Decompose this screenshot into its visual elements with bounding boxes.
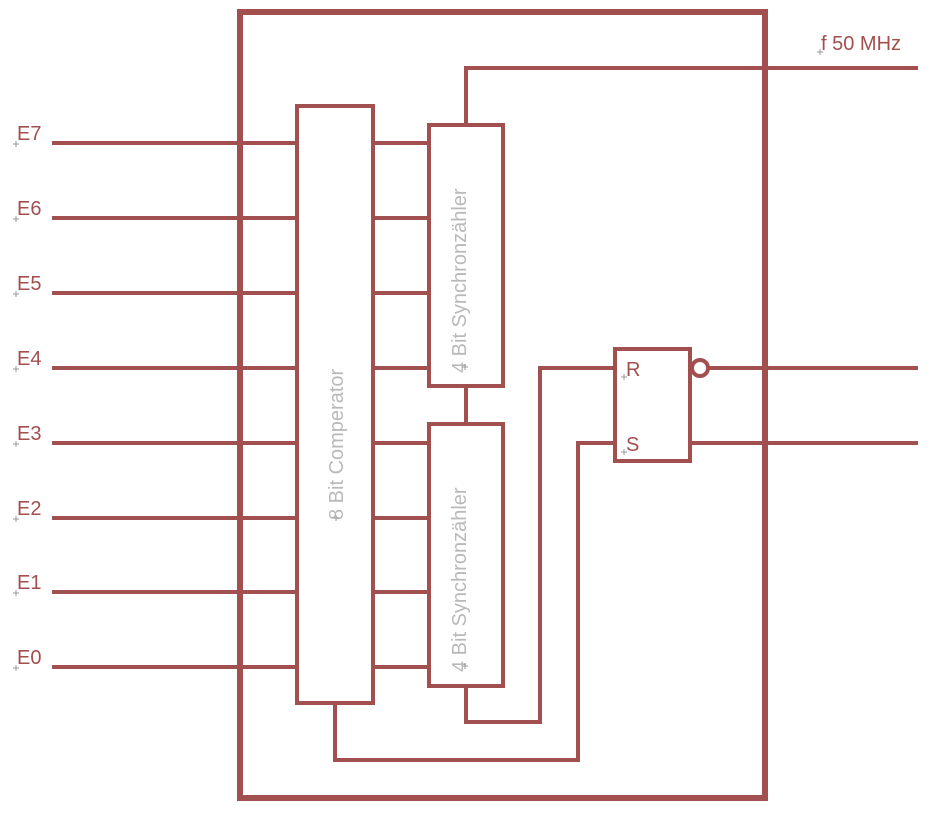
rs-flipflop: R S xyxy=(613,347,710,463)
origin-marker xyxy=(13,141,19,147)
origin-marker xyxy=(462,364,468,370)
origin-marker xyxy=(817,49,823,55)
origin-marker xyxy=(462,663,468,669)
origin-marker xyxy=(333,515,339,521)
input-label-e7: E7 xyxy=(17,123,41,145)
origin-marker xyxy=(13,516,19,522)
counter-block-1: 4 Bit Synchronzähler xyxy=(427,123,505,388)
input-label-e4: E4 xyxy=(17,348,41,370)
counter-block-2: 4 Bit Synchronzähler xyxy=(427,422,505,688)
origin-marker xyxy=(13,665,19,671)
input-label-e6: E6 xyxy=(17,198,41,220)
origin-marker xyxy=(13,441,19,447)
input-label-e5: E5 xyxy=(17,273,41,295)
counter-1-label: 4 Bit Synchronzähler xyxy=(449,188,471,373)
module-frame xyxy=(237,9,768,801)
input-label-e1: E1 xyxy=(17,572,41,594)
input-label-e3: E3 xyxy=(17,423,41,445)
flipflop-s-label: S xyxy=(626,434,639,456)
input-label-e2: E2 xyxy=(17,498,41,520)
comparator-counter-wires xyxy=(373,141,429,669)
set-wire xyxy=(333,441,615,762)
origin-marker xyxy=(621,449,627,455)
clock-label: f 50 MHz xyxy=(821,33,901,55)
clock-wire xyxy=(464,66,918,424)
input-wires xyxy=(52,141,297,669)
flipflop-r-label: R xyxy=(626,359,640,381)
origin-marker xyxy=(13,366,19,372)
counter-2-label: 4 Bit Synchronzähler xyxy=(449,487,471,672)
comparator-block: 8 Bit Comperator xyxy=(295,104,375,705)
origin-marker xyxy=(621,374,627,380)
origin-marker xyxy=(13,590,19,596)
input-label-e0: E0 xyxy=(17,647,41,669)
origin-marker xyxy=(13,216,19,222)
origin-marker xyxy=(13,291,19,297)
inverted-output-bubble xyxy=(690,358,710,378)
comparator-label: 8 Bit Comperator xyxy=(326,368,348,520)
reset-wire xyxy=(464,366,615,724)
